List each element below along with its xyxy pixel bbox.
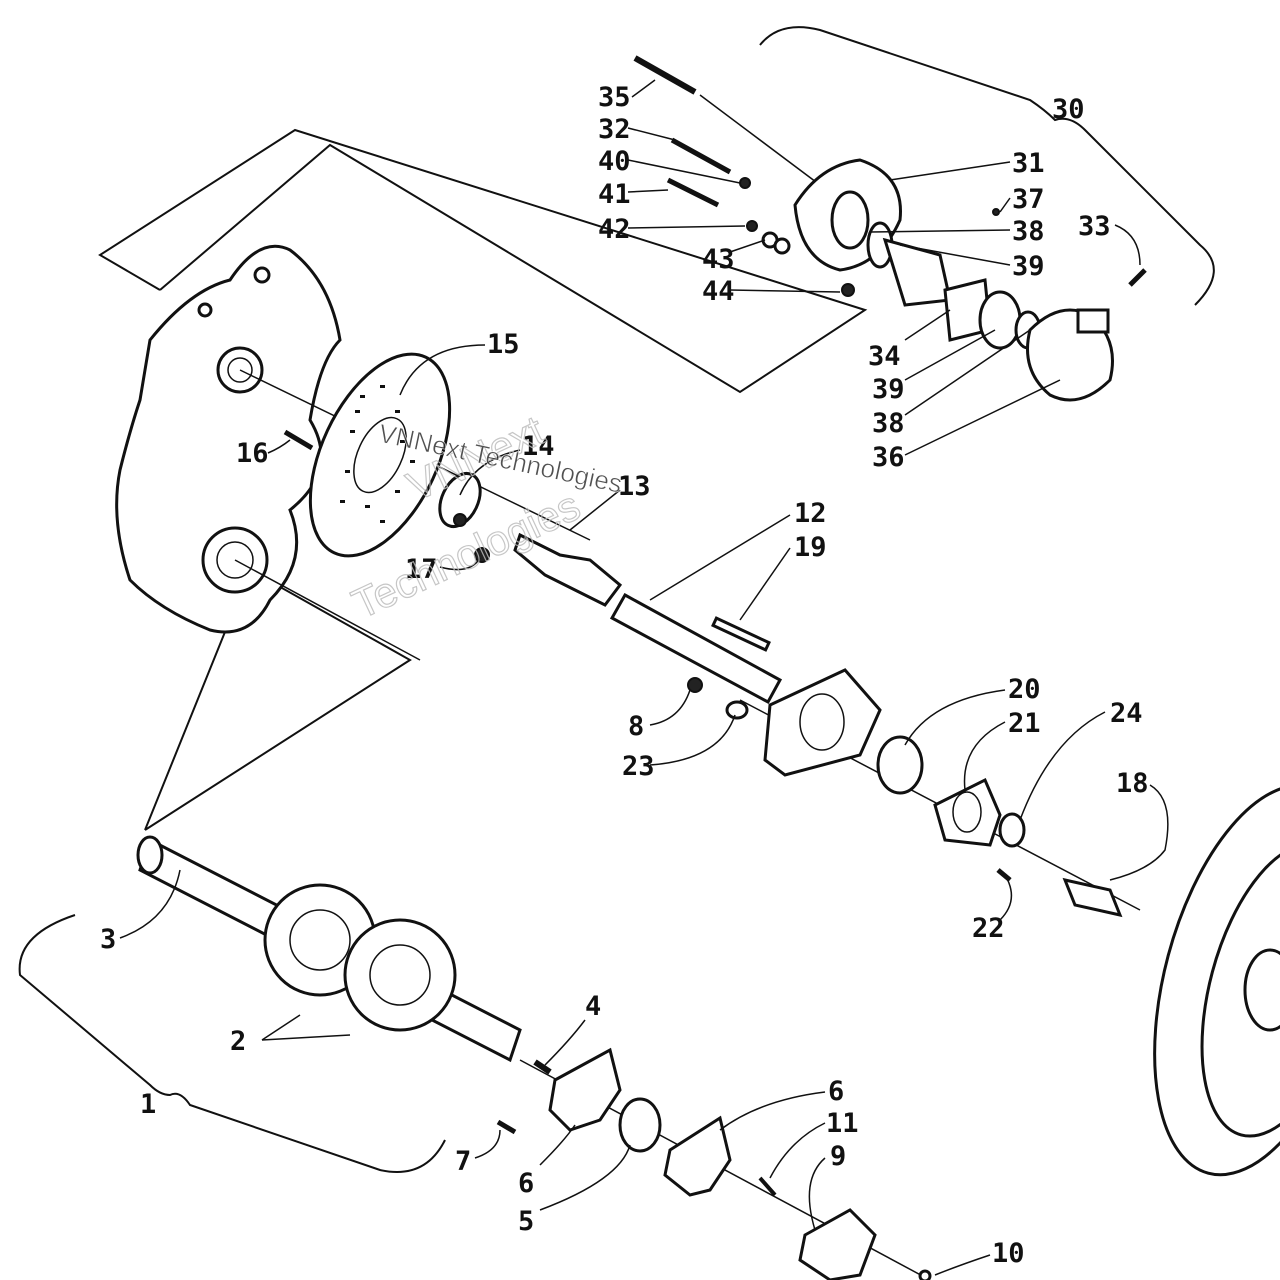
callout-24: 24 (1110, 698, 1143, 729)
bolt-16 (283, 429, 314, 451)
callout-41: 41 (598, 179, 631, 210)
callout-31: 31 (1012, 148, 1045, 179)
driven-pulley (1153, 783, 1280, 1177)
callout-4: 4 (585, 991, 601, 1022)
callout-40: 40 (598, 146, 631, 177)
callout-11: 11 (826, 1108, 859, 1139)
callout-22: 22 (972, 913, 1005, 944)
callout-37: 37 (1012, 184, 1045, 215)
callout-1: 1 (140, 1089, 156, 1120)
callout-39-top: 39 (1012, 251, 1045, 282)
reference-outline-upper (98, 128, 868, 394)
callout-38-bottom: 38 (872, 408, 905, 439)
callout-32: 32 (598, 114, 631, 145)
callout-14: 14 (522, 431, 555, 462)
callout-23: 23 (622, 751, 655, 782)
callout-36: 36 (872, 442, 905, 473)
callout-42: 42 (598, 214, 631, 245)
callout-6-left: 6 (518, 1168, 534, 1199)
callout-2: 2 (230, 1026, 246, 1057)
callout-21: 21 (1008, 708, 1041, 739)
callout-12: 12 (794, 498, 827, 529)
callout-38-top: 38 (1012, 216, 1045, 247)
callout-8: 8 (628, 711, 644, 742)
callout-6-right: 6 (828, 1076, 844, 1107)
brake-caliper-assembly (633, 55, 1147, 402)
callout-33: 33 (1078, 211, 1111, 242)
callout-44: 44 (702, 276, 735, 307)
bearing-flange-assembly (763, 668, 1123, 918)
callout-39-bottom: 39 (872, 374, 905, 405)
callout-34: 34 (868, 341, 901, 372)
callout-35: 35 (598, 82, 631, 113)
callout-16: 16 (236, 438, 269, 469)
callout-5: 5 (518, 1206, 534, 1237)
chaincase-housing (115, 244, 342, 634)
drive-shaft-assembly (136, 835, 932, 1280)
callout-30: 30 (1052, 94, 1085, 125)
callout-17: 17 (405, 554, 438, 585)
callout-labels: 35 32 40 41 42 43 44 30 31 37 38 39 33 3… (100, 82, 1149, 1269)
disc-hub (438, 472, 482, 528)
callout-19: 19 (794, 532, 827, 563)
callout-18: 18 (1116, 768, 1149, 799)
callout-15: 15 (487, 329, 520, 360)
callout-43: 43 (702, 244, 735, 275)
callout-13: 13 (618, 471, 651, 502)
callout-10: 10 (992, 1238, 1025, 1269)
callout-9: 9 (830, 1141, 846, 1172)
nut-17 (474, 547, 490, 563)
reference-outline-lower (144, 568, 412, 831)
callout-7: 7 (455, 1146, 471, 1177)
brake-disc (308, 352, 452, 558)
bracket-30 (759, 26, 1215, 306)
jackshaft (513, 532, 783, 720)
bracket-1 (18, 914, 446, 1173)
callout-3: 3 (100, 924, 116, 955)
callout-20: 20 (1008, 674, 1041, 705)
leader-lines (119, 79, 1169, 1276)
